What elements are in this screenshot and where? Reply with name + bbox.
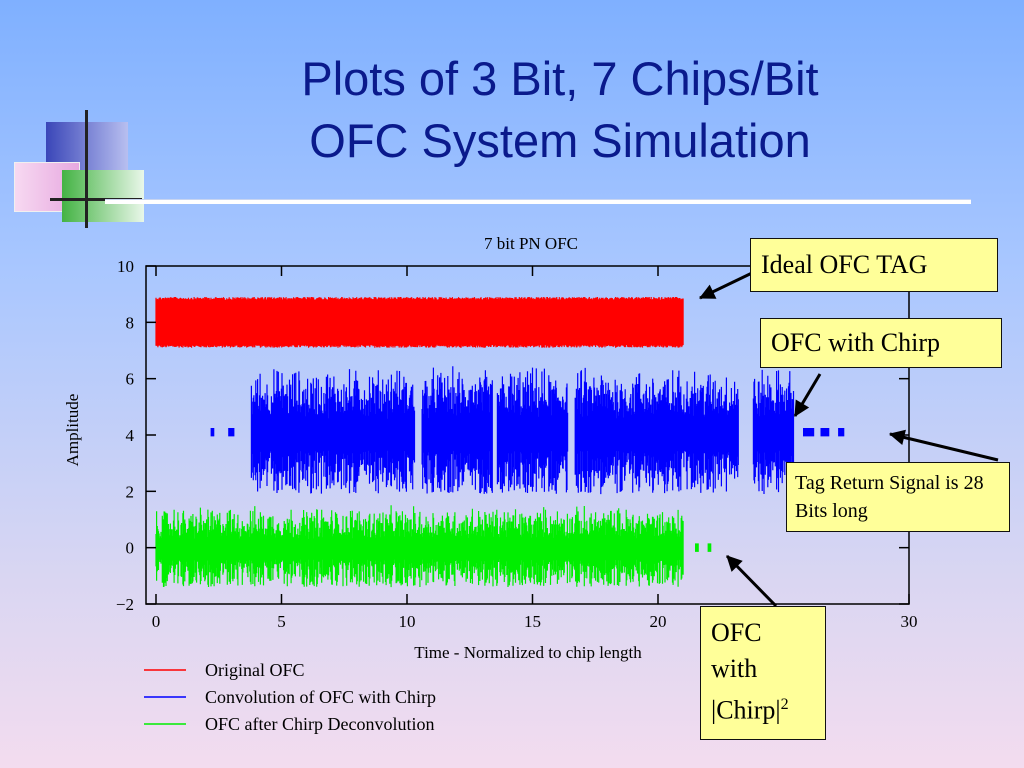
x-tick-label-5: 30	[901, 612, 918, 631]
decorative-vertical-line	[85, 110, 88, 228]
callout-ofc-with-chirp: OFC with Chirp	[760, 318, 1002, 368]
y-tick-label-6: 10	[117, 257, 134, 276]
y-tick-label-4: 6	[126, 370, 135, 389]
y-tick-label-3: 4	[126, 426, 135, 445]
y-tick-label-5: 8	[126, 313, 135, 332]
decorative-green-square	[62, 170, 144, 222]
y-tick-label-2: 2	[126, 482, 135, 501]
callout-ofc-line3: |Chirp|2	[711, 687, 815, 729]
slide-title-line2: OFC System Simulation	[309, 114, 811, 167]
series-2-trace	[155, 505, 712, 588]
y-tick-label-0: −2	[116, 595, 134, 614]
callout-ideal-ofc-tag: Ideal OFC TAG	[750, 238, 998, 292]
x-tick-label-4: 20	[650, 612, 667, 631]
legend-label-0: Original OFC	[205, 660, 305, 680]
tick-marks: 0 5 10 15 20 30 −2 0 2 4 6 8 10	[116, 257, 918, 631]
x-tick-label-3: 15	[524, 612, 541, 631]
series-0-trace	[155, 297, 684, 348]
arrow-ideal-head	[698, 284, 717, 299]
plot-marks	[155, 297, 845, 588]
decorative-horizontal-line	[50, 198, 142, 201]
slide-title: Plots of 3 Bit, 7 Chips/Bit OFC System S…	[200, 48, 920, 172]
arrow-chirp-squared-head	[726, 555, 743, 572]
y-axis-label: Amplitude	[63, 394, 82, 467]
x-tick-label-2: 10	[399, 612, 416, 631]
slide-title-line1: Plots of 3 Bit, 7 Chips/Bit	[301, 52, 819, 105]
callout-arrows	[698, 271, 999, 608]
x-tick-label-1: 5	[277, 612, 286, 631]
arrow-chirp-head	[794, 399, 810, 417]
legend-label-2: OFC after Chirp Deconvolution	[205, 714, 434, 734]
y-tick-label-1: 0	[126, 539, 135, 558]
arrow-tag-return-head	[888, 429, 906, 445]
callout-chirp-superscript: 2	[780, 696, 789, 713]
callout-ofc-line2: with	[711, 654, 758, 683]
x-tick-label-0: 0	[152, 612, 161, 631]
arrow-tag-return-shaft	[889, 432, 999, 462]
legend-label-1: Convolution of OFC with Chirp	[205, 687, 436, 707]
callout-chirp-text: |Chirp|	[711, 695, 781, 725]
callout-tag-return-signal: Tag Return Signal is 28 Bits long	[786, 462, 1010, 532]
legend: Original OFC Convolution of OFC with Chir…	[144, 660, 436, 734]
series-1-trace	[210, 366, 845, 495]
callout-ofc-with-chirp-squared: OFC with |Chirp|2	[700, 606, 826, 740]
title-rule	[105, 199, 971, 204]
x-axis-label: Time - Normalized to chip length	[414, 643, 642, 662]
callout-ofc-line1: OFC	[711, 618, 762, 647]
chart-title: 7 bit PN OFC	[484, 234, 578, 253]
